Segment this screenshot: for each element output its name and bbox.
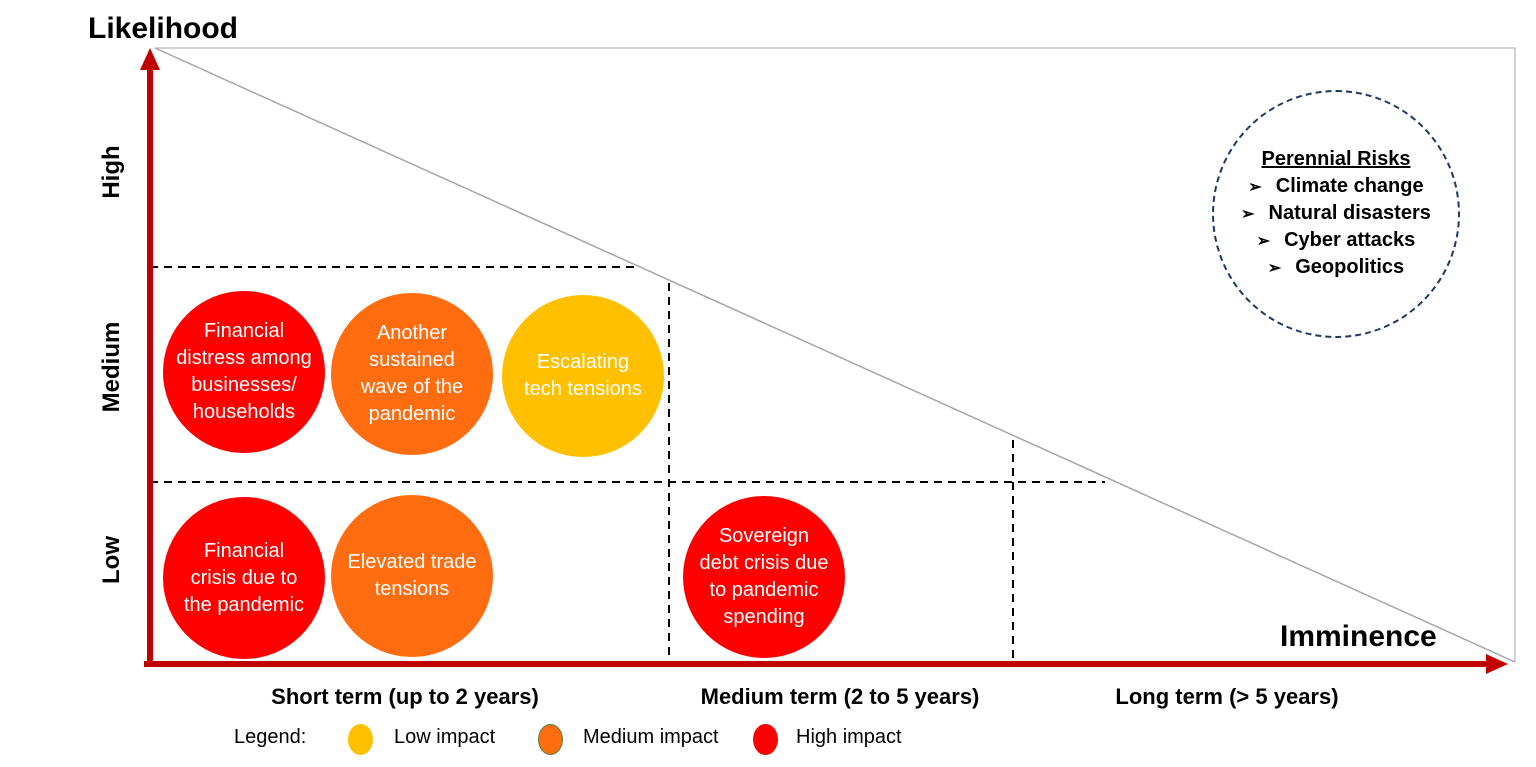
arrow-bullet-icon: ➢	[1267, 260, 1282, 277]
perennial-item: ➢Climate change	[1248, 175, 1424, 197]
y-axis-arrow-icon	[140, 48, 160, 70]
perennial-title: Perennial Risks	[1261, 148, 1411, 170]
risk-label: Another sustained wave of the pandemic	[360, 322, 464, 425]
risk-label: Financial crisis due to the pandemic	[183, 539, 305, 616]
risk-bubble: Another sustained wave of the pandemic	[331, 293, 493, 455]
legend-high-swatch	[753, 724, 778, 755]
perennial-item: ➢Natural disasters	[1241, 202, 1431, 224]
perennial-item: ➢Cyber attacks	[1256, 229, 1416, 251]
perennial-item: ➢Geopolitics	[1267, 256, 1405, 278]
frame-outline	[155, 47, 1516, 662]
y-level-high: High	[98, 145, 125, 199]
legend-medium-swatch	[538, 724, 563, 755]
risk-bubble: Sovereign debt crisis due to pandemic sp…	[683, 496, 845, 658]
y-level-medium: Medium	[98, 321, 125, 413]
arrow-bullet-icon: ➢	[1256, 233, 1271, 250]
x-period-long: Long term (> 5 years)	[1115, 684, 1339, 709]
x-period-short: Short term (up to 2 years)	[271, 684, 539, 709]
perennial-risks-circle	[1212, 90, 1460, 338]
legend-label: Legend:	[234, 726, 307, 748]
x-axis-title: Imminence	[1280, 620, 1437, 653]
x-period-medium: Medium term (2 to 5 years)	[700, 684, 980, 709]
arrow-bullet-icon: ➢	[1241, 206, 1255, 223]
risk-bubble: Escalating tech tensions	[502, 295, 664, 457]
arrow-bullet-icon: ➢	[1248, 179, 1262, 196]
x-axis-arrow-icon	[1486, 654, 1508, 674]
risk-label: Escalating tech tensions	[524, 351, 642, 400]
dashed-dividers	[150, 266, 1105, 662]
risk-label: Financial distress among businesses/ hou…	[176, 320, 312, 423]
legend-low-swatch	[348, 724, 373, 755]
risk-bubble: Financial distress among businesses/ hou…	[163, 291, 325, 453]
diagonal-line	[154, 47, 1516, 663]
y-level-low: Low	[98, 536, 125, 584]
risk-label: Sovereign debt crisis due to pandemic sp…	[699, 525, 829, 628]
legend-medium-label: Medium impact	[583, 726, 719, 748]
risk-label: Elevated trade tensions	[347, 551, 477, 600]
risk-bubble: Elevated trade tensions	[331, 495, 493, 657]
legend-high-label: High impact	[796, 726, 902, 748]
y-axis-title: Likelihood	[88, 12, 238, 45]
risk-bubble: Financial crisis due to the pandemic	[163, 497, 325, 659]
legend-low-label: Low impact	[394, 726, 496, 748]
